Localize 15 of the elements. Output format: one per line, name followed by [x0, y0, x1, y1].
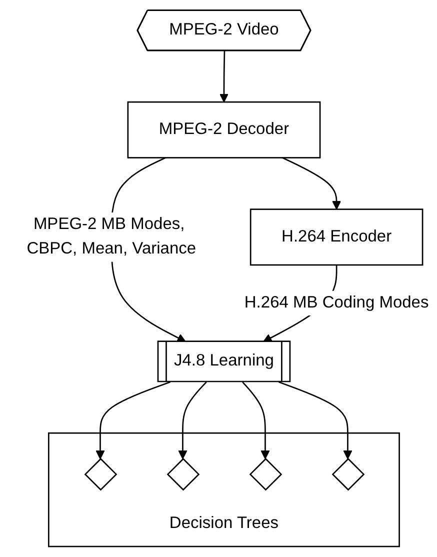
cluster: Decision Trees	[48, 432, 400, 548]
node-diamond	[249, 458, 282, 491]
node-diamond	[332, 458, 365, 491]
node-box: MPEG-2 Decoder	[127, 101, 321, 159]
arrow	[282, 157, 342, 210]
node-diamond	[84, 458, 118, 491]
edge-label: MPEG-2 MB Modes, CBPC, Mean, Variance	[26, 216, 196, 258]
arrow	[219, 51, 228, 103]
arrow	[242, 382, 270, 460]
arrow	[278, 382, 352, 460]
edge-label: H.264 MB Coding Modes	[244, 294, 429, 312]
node-box: H.264 Encoder	[250, 208, 424, 266]
arrow	[178, 382, 207, 460]
arrow	[96, 382, 170, 460]
node-diamond	[166, 458, 200, 491]
